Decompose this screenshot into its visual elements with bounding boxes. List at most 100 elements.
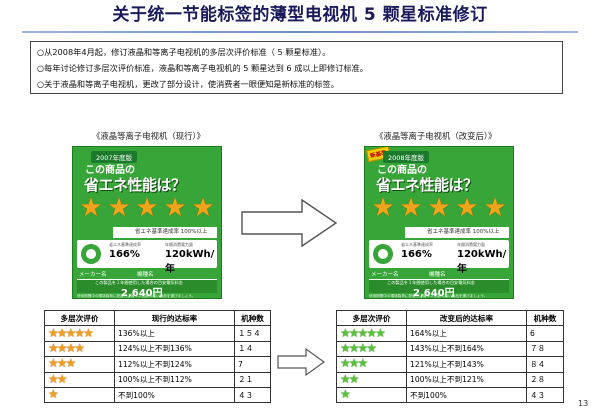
header-rate: 现行的达标率 — [114, 309, 235, 327]
intro-line-2: ○每年讨论修订多层次评价标准，液晶和等离子电视机的 5 颗星达到 6 成以上即修… — [37, 63, 368, 73]
star-icon: ★ — [56, 340, 68, 355]
table-row: ★不到100%４３ — [336, 386, 564, 404]
label-stars: ★★★★★ — [369, 193, 509, 223]
label-fine-print: 使用期間中の環境負荷に配慮し、省エネ性能の高い製品を選びましょう。 — [77, 294, 196, 298]
header-count: 机种数 — [234, 309, 271, 327]
rate-cell: 124%以上不到136% — [114, 340, 235, 358]
page-number: 13 — [578, 399, 589, 408]
count-cell: ８４ — [526, 356, 564, 373]
achievement-caption: 省エネ基準達成率 — [401, 242, 433, 247]
star-icon: ★ — [56, 325, 68, 340]
model-label: 機種名 — [137, 272, 154, 278]
rating-stars: ★★★ — [44, 356, 115, 373]
header-rate: 改变后的达标率 — [406, 309, 527, 327]
star-icon: ★ — [371, 193, 395, 223]
star-icon: ★ — [366, 325, 377, 340]
star-icon: ★ — [427, 193, 451, 223]
star-icon: ★ — [65, 325, 77, 340]
revised-label-caption: 《液晶等离子电视机（改变后）》 — [375, 131, 497, 141]
current-label-caption: 《液晶等离子电视机（现行）》 — [92, 131, 206, 141]
star-icon: ★ — [107, 193, 131, 223]
electricity-price: 2,640円 — [121, 288, 163, 299]
star-icon: ★ — [357, 356, 369, 371]
label-question: 省エネ性能は？ — [84, 176, 186, 194]
achievement-rate: 166% — [109, 249, 140, 260]
consumption-caption: 年間消費電力量 — [165, 242, 193, 247]
rating-stars: ★★★★★ — [336, 325, 407, 342]
star-icon: ★ — [340, 356, 351, 371]
transition-arrow-icon — [241, 198, 338, 248]
rating-stars: ★★★★★ — [44, 325, 115, 342]
annual-consumption: 120kWh/年 — [165, 249, 215, 275]
header-count: 机种数 — [526, 309, 564, 327]
star-icon: ★ — [348, 371, 360, 386]
achievement-text: 省エネ基準達成率 100%以上 — [405, 227, 509, 238]
revised-energy-label: 新基準 2008年度版 この商品の 省エネ性能は？ ★★★★★ 省エネ基準達成率… — [364, 146, 514, 299]
star-icon: ★ — [83, 325, 94, 340]
star-icon: ★ — [74, 325, 85, 340]
title-underline — [22, 31, 578, 33]
table-row: ★★100%以上不到112%２１ — [44, 371, 271, 388]
table-row: ★★★112%以上不到124%7 — [44, 356, 271, 373]
count-cell: １４ — [234, 340, 271, 358]
rate-cell: 100%以上不到112% — [114, 371, 235, 388]
rate-cell: 不到100% — [114, 386, 235, 404]
rate-cell: 136%以上 — [114, 325, 235, 342]
star-icon: ★ — [48, 325, 59, 340]
info-panel: 省エネ基準達成率 年間消費電力量 166% 120kWh/年 — [369, 240, 509, 275]
star-icon: ★ — [357, 325, 369, 340]
star-icon: ★ — [48, 340, 59, 355]
achievement-caption: 省エネ基準達成率 — [109, 242, 141, 247]
intro-line-3: ○关于液晶和等离子电视机，更改了部分设计，使消费者一眼便知是新标准的标签。 — [37, 79, 339, 89]
maker-row: メーカー名 機種名 — [369, 270, 509, 279]
header-rating: 多层次评价 — [44, 309, 115, 327]
rating-stars: ★★ — [44, 371, 115, 388]
cost-panel: この製品を１年間使用した場合の目安電気料金 2,640円 — [369, 279, 509, 298]
star-icon: ★ — [56, 356, 68, 371]
count-cell: １５４ — [234, 325, 271, 342]
count-cell: 7 — [234, 356, 271, 373]
star-icon: ★ — [348, 356, 360, 371]
star-icon: ★ — [163, 193, 187, 223]
count-cell: 6 — [526, 325, 564, 342]
intro-line-1: ○从2008年4月起，修订液晶和等离子电视机的多层次评价标准（ 5 颗星标准）。 — [37, 47, 331, 57]
energy-saving-logo-icon — [81, 244, 101, 264]
star-icon: ★ — [340, 340, 351, 355]
cost-panel: この製品を１年間使用した場合の目安電気料金 2,640円 — [77, 279, 217, 298]
count-cell: ４３ — [526, 386, 564, 404]
star-icon: ★ — [399, 193, 423, 223]
star-icon: ★ — [74, 340, 85, 355]
rate-cell: 100%以上不到121% — [406, 371, 527, 388]
slide-header: 关于统一节能标签的薄型电视机 5 颗星标准修订 — [0, 0, 600, 36]
table-row: ★★★★124%以上不到136%１４ — [44, 340, 271, 358]
label-headline: この商品の — [377, 165, 427, 176]
slide-title: 关于统一节能标签的薄型电视机 5 颗星标准修订 — [112, 5, 488, 25]
rating-stars: ★★ — [336, 371, 407, 388]
star-icon: ★ — [56, 371, 68, 386]
consumption-caption: 年間消費電力量 — [457, 242, 485, 247]
year-badge: 2007年度版 — [91, 151, 138, 163]
star-icon: ★ — [455, 193, 479, 223]
annual-consumption: 120kWh/年 — [457, 249, 507, 275]
current-energy-label: 2007年度版 この商品の 省エネ性能は？ ★★★★★ 省エネ基準達成率 100… — [72, 146, 222, 299]
achievement-text: 省エネ基準達成率 100%以上 — [113, 227, 217, 238]
label-fine-print: 使用期間中の環境負荷に配慮し、省エネ性能の高い製品を選びましょう。 — [369, 294, 488, 298]
cost-note: この製品を１年間使用した場合の目安電気料金 — [95, 280, 183, 285]
star-icon: ★ — [483, 193, 507, 223]
star-icon: ★ — [340, 371, 351, 386]
label-stars: ★★★★★ — [77, 193, 217, 223]
rating-stars: ★★★★ — [44, 340, 115, 358]
intro-box: ○从2008年4月起，修订液晶和等离子电视机的多层次评价标准（ 5 颗星标准）。… — [30, 41, 563, 94]
year-badge: 2008年度版 — [383, 151, 430, 163]
star-icon: ★ — [48, 371, 59, 386]
star-icon: ★ — [357, 340, 369, 355]
table-header-row: 多层次评价 改变后的达标率 机种数 — [336, 309, 564, 327]
star-icon: ★ — [340, 387, 351, 402]
table-header-row: 多层次评价 现行的达标率 机种数 — [44, 309, 271, 327]
star-icon: ★ — [348, 340, 360, 355]
star-icon: ★ — [348, 325, 360, 340]
